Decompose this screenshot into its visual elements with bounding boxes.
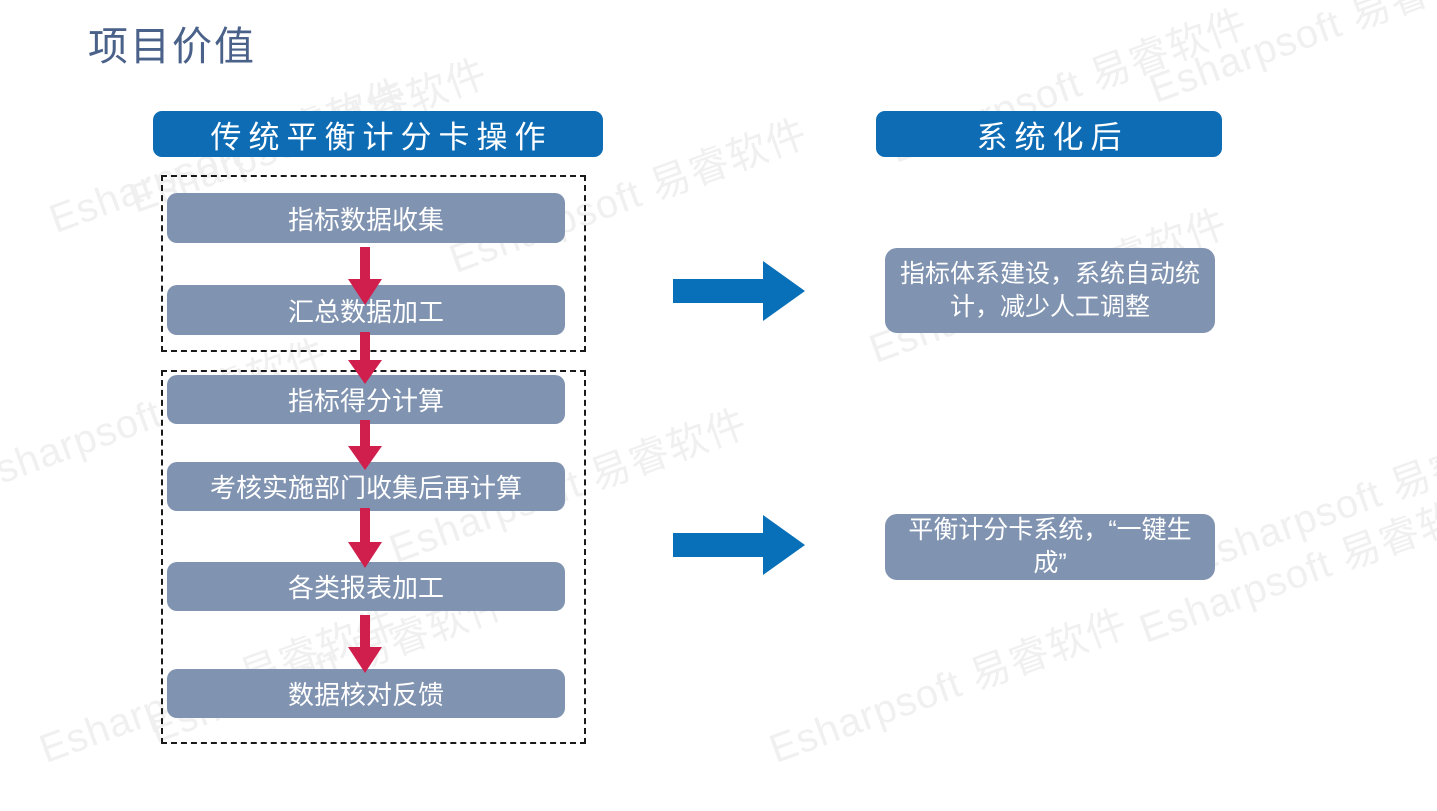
process-step-6: 数据核对反馈 (167, 669, 565, 718)
arrow-down-icon (348, 420, 382, 470)
column-header-traditional: 传统平衡计分卡操作 (153, 111, 603, 157)
arrow-down-icon (348, 508, 382, 568)
page-title: 项目价值 (88, 25, 256, 69)
arrow-down-icon (348, 247, 382, 305)
process-step-5: 各类报表加工 (167, 562, 565, 611)
dashed-group-data-collection (161, 175, 586, 352)
watermark-text: Esharpsoft 易睿软件 (1143, 0, 1437, 112)
arrow-down-icon (348, 332, 382, 384)
arrow-down-icon (348, 615, 382, 673)
process-step-3: 指标得分计算 (167, 375, 565, 424)
process-step-1: 指标数据收集 (167, 193, 565, 243)
process-step-4: 考核实施部门收集后再计算 (167, 462, 565, 511)
arrow-right-icon (673, 261, 805, 321)
arrow-right-icon (673, 515, 805, 575)
watermark-text: Esharpsoft 易睿软件 (763, 601, 1134, 772)
watermark-text: Esharpsoft 易睿软件 (1183, 411, 1437, 582)
result-box-1: 指标体系建设，系统自动统计，减少人工调整 (885, 248, 1215, 333)
column-header-systemized: 系统化后 (876, 111, 1222, 157)
result-box-2: 平衡计分卡系统，“一键生成” (885, 514, 1215, 580)
